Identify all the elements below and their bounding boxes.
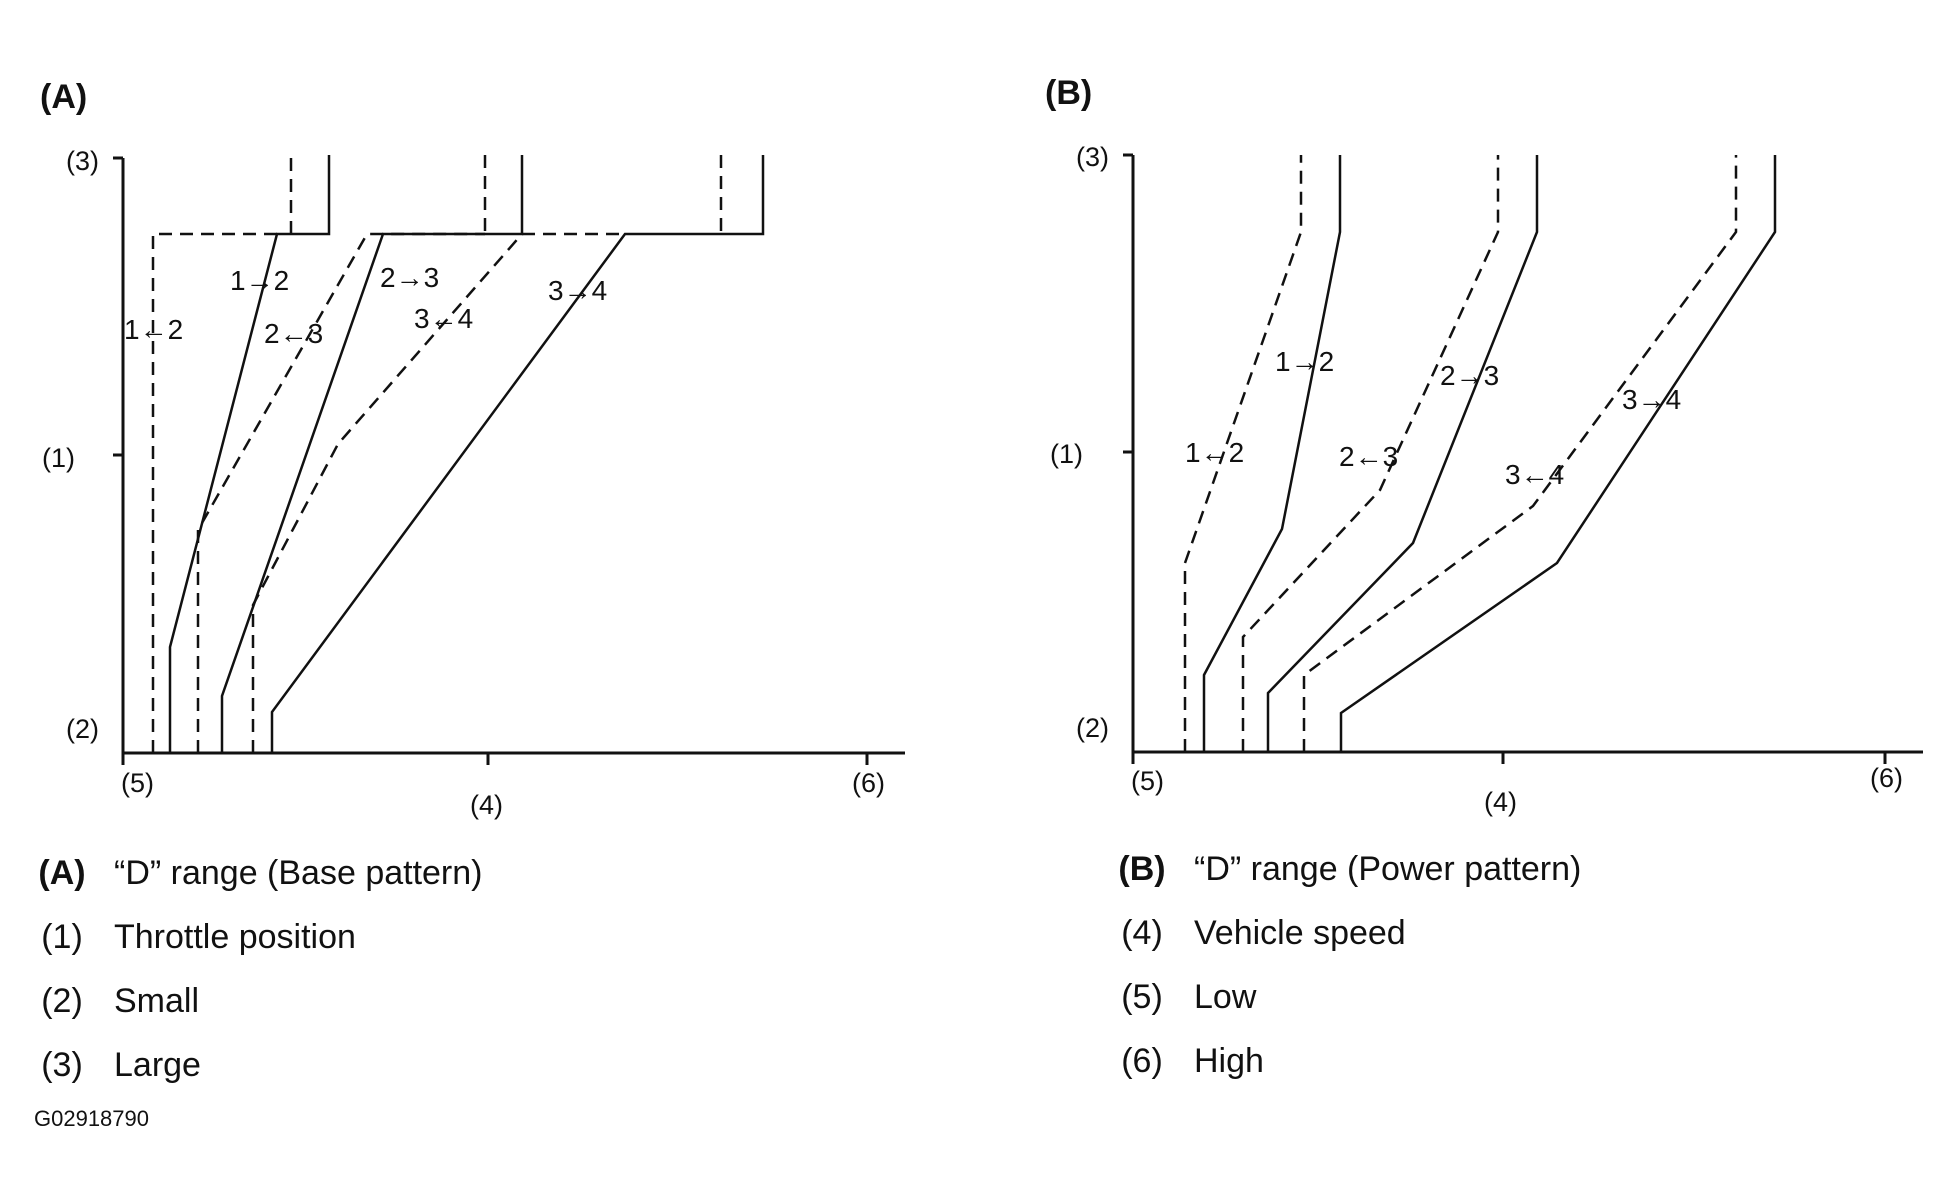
panel-a-line-up-3-4 [270,155,765,753]
legend-tag: (1) [41,918,83,956]
legend-tag: (2) [41,982,83,1020]
panel-a-y-ticks [113,156,123,457]
panel-b-label-up-1-2: 1→2 [1275,346,1334,377]
panel-a-label-down-3-4: 3←4 [414,303,473,334]
panel-a-letter: (A) [40,78,87,116]
panel-a-x-ticks [121,753,869,765]
legend-tag: (3) [41,1046,83,1084]
panel-b-y-ticks [1123,153,1133,454]
panel-b-line-down-2-3 [1241,155,1500,752]
legend-text: Throttle position [114,918,356,956]
panel-b-x-tag-speed: (4) [1484,787,1517,817]
legend-left: (A) “D” range (Base pattern) (1) Throttl… [32,856,552,1106]
panel-b-y-tag-throttle: (1) [1050,439,1083,469]
panel-a-y-tag-throttle: (1) [42,443,75,473]
panel-b-label-up-3-4: 3→4 [1622,384,1681,415]
panel-b-line-up-3-4 [1339,155,1777,752]
panel-a-line-down-1-2 [151,155,293,753]
panel-a-label-down-2-3: 2←3 [264,318,323,349]
legend-text: Vehicle speed [1194,914,1406,952]
panel-a-label-up-3-4: 3→4 [548,275,607,306]
legend-right: (B) “D” range (Power pattern) (4) Vehicl… [1112,852,1632,1102]
legend-tag: (4) [1121,914,1163,952]
panel-b-line-down-3-4 [1302,155,1738,752]
panel-a-axes [121,158,905,755]
legend-text: Small [114,982,200,1020]
panel-a-y-tag-small: (2) [66,714,99,744]
panel-b-label-down-1-2: 1←2 [1185,437,1244,468]
legend-tag: (A) [38,854,86,892]
panel-a-y-tag-large: (3) [66,146,99,176]
legend-tag: (6) [1121,1042,1163,1080]
diagram-code: G02918790 [34,1106,149,1131]
panel-b-line-up-1-2 [1202,155,1342,752]
panel-a-line-up-2-3 [220,155,524,753]
panel-b-y-tag-large: (3) [1076,142,1109,172]
panel-b-label-down-3-4: 3←4 [1505,459,1564,490]
legend-text: “D” range (Power pattern) [1194,850,1582,888]
panel-a-x-tag-low: (5) [121,768,154,798]
panel-b-x-tag-low: (5) [1131,766,1164,796]
panel-a-label-up-1-2: 1→2 [230,265,289,296]
panel-b: (B) (3) (1) (2) (5) (4) (6) 1→2 1←2 2→3 … [1045,74,1923,817]
legend-text: Low [1194,978,1257,1016]
panel-b-label-up-2-3: 2→3 [1440,360,1499,391]
legend-text: “D” range (Base pattern) [114,854,483,892]
panel-a-label-up-2-3: 2→3 [380,262,439,293]
legend-tag: (B) [1118,850,1166,888]
panel-b-line-up-2-3 [1266,155,1539,752]
panel-b-letter: (B) [1045,74,1092,112]
legend-tag: (5) [1121,978,1163,1016]
panel-a-x-tag-high: (6) [852,768,885,798]
panel-b-label-down-2-3: 2←3 [1339,441,1398,472]
panel-a-line-down-2-3 [196,155,487,753]
panel-b-y-tag-small: (2) [1076,713,1109,743]
panel-a-x-tag-speed: (4) [470,790,503,820]
panel-a-label-down-1-2: 1←2 [124,314,183,345]
panel-b-line-down-1-2 [1183,155,1303,752]
legend-text: High [1194,1042,1264,1080]
panel-a-line-down-3-4 [251,155,723,753]
panel-b-x-tag-high: (6) [1870,763,1903,793]
legend-text: Large [114,1046,201,1084]
panel-b-axes [1131,155,1923,754]
panel-a: (A) (3) (1) (2) (5) (4) (6) 1→2 1←2 2←3 … [40,78,905,820]
panel-b-x-ticks [1131,752,1887,764]
